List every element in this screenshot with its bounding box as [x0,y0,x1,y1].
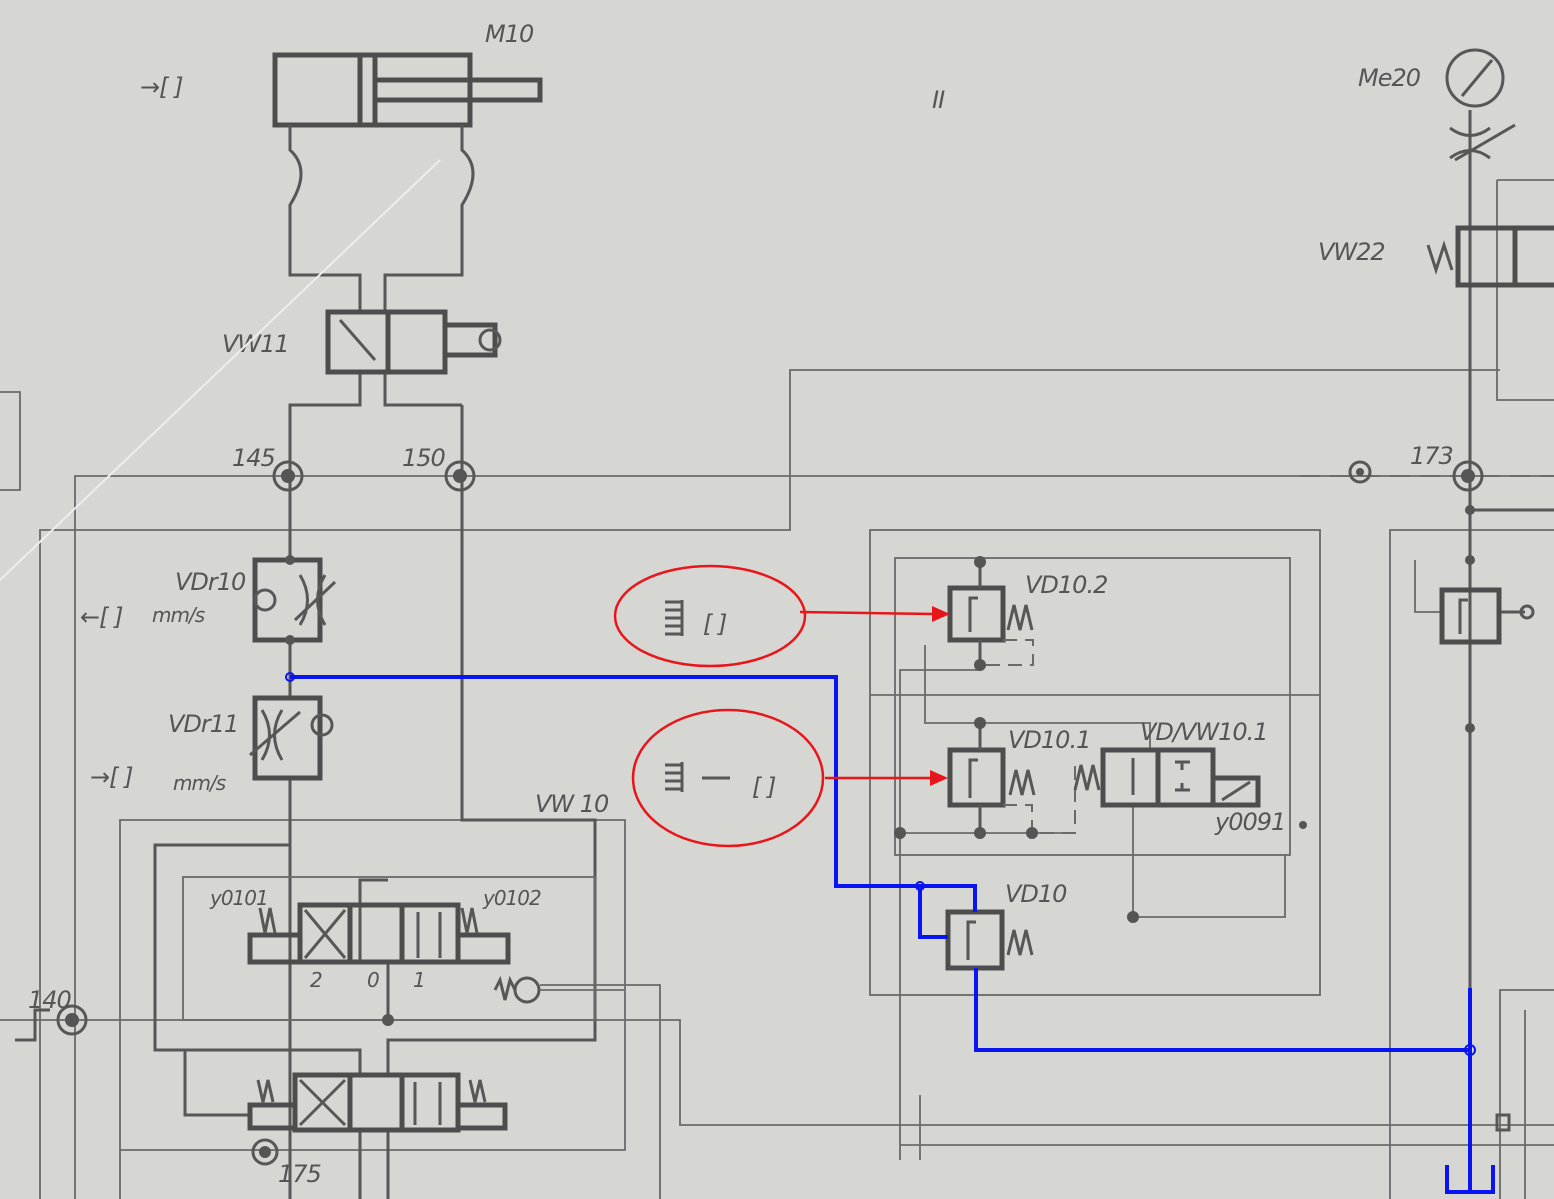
relief-valve-right[interactable] [1439,505,1535,1132]
valve-vw10[interactable]: VW 10 y0101 y0102 2 0 1 [182,790,625,1026]
vdr10-unit: mm/s [152,603,205,627]
paper-crease [0,159,441,581]
setting-bracket-icon: [ ] [752,773,776,801]
mark-ii: II [932,86,945,114]
port-150[interactable]: 150 [402,444,476,492]
cylinder-label: M10 [485,20,534,48]
cylinder-m10[interactable]: M10 →[ ] [140,20,543,128]
throttle-check-vdr10[interactable]: VDr10 ←[ ] mm/s [80,555,337,645]
valve-vd10-2[interactable]: VD10.2 [947,556,1108,671]
vd10-label: VD10 [1005,880,1067,908]
arrow-icon [932,606,950,622]
annotation-upper: [ ] [613,564,950,668]
setting-bracket-icon: [ ] [703,610,727,638]
gauge-me20[interactable]: Me20 [1358,48,1516,162]
valve-vdvw10-1[interactable]: VD/VW10.1 y0091 [1073,718,1307,923]
valve-vw11[interactable]: VW11 [222,309,502,375]
port-175[interactable]: 175 [251,1138,322,1188]
port-175-label: 175 [278,1160,321,1188]
setting-bracket-icon: ←[ ] [80,603,123,631]
valve-vw22[interactable]: VW22 [1318,225,1554,288]
solenoid-y0091-label: y0091 [1214,808,1285,836]
arrow-icon [930,770,948,786]
port-150-label: 150 [402,444,446,472]
cylinder-lines [153,110,1554,1199]
valve-vw10-label: VW 10 [535,790,609,818]
position-0-label: 0 [367,968,379,992]
vdr11-unit: mm/s [173,771,226,795]
highlighted-path [285,672,1495,1194]
throttle-check-vdr11[interactable]: VDr11 →[ ] mm/s [90,695,334,795]
port-145-label: 145 [232,444,275,472]
position-1-label: 1 [413,968,425,992]
vd10-1-label: VD10.1 [1008,726,1090,754]
vdvw10-1-label: VD/VW10.1 [1140,718,1268,746]
vdr10-label: VDr10 [175,568,246,596]
vd10-2-label: VD10.2 [1025,571,1107,599]
port-140-label: 140 [28,986,72,1014]
valve-vd10[interactable]: VD10 [945,880,1068,971]
setting-bracket-icon: →[ ] [90,763,133,791]
valve-vw11-label: VW11 [222,330,289,358]
scale-icon [665,600,684,636]
annotation-lower: [ ] [631,708,948,848]
pilot-valve[interactable] [247,1072,508,1133]
solenoid-y0101-label: y0101 [209,886,268,910]
setting-bracket-icon: →[ ] [140,73,183,101]
valve-vw22-label: VW22 [1318,238,1385,266]
position-2-label: 2 [310,968,322,992]
test-point-icon [1348,460,1372,484]
port-145[interactable]: 145 [232,444,304,492]
vdr11-label: VDr11 [168,710,238,738]
scale-icon [665,762,730,792]
solenoid-y0102-label: y0102 [482,886,541,910]
port-140[interactable]: 140 [15,986,88,1042]
port-173-label: 173 [1410,442,1453,470]
port-173[interactable]: 173 [1410,442,1484,492]
gauge-label: Me20 [1358,64,1421,92]
valve-vd10-1[interactable]: VD10.1 [894,717,1091,839]
